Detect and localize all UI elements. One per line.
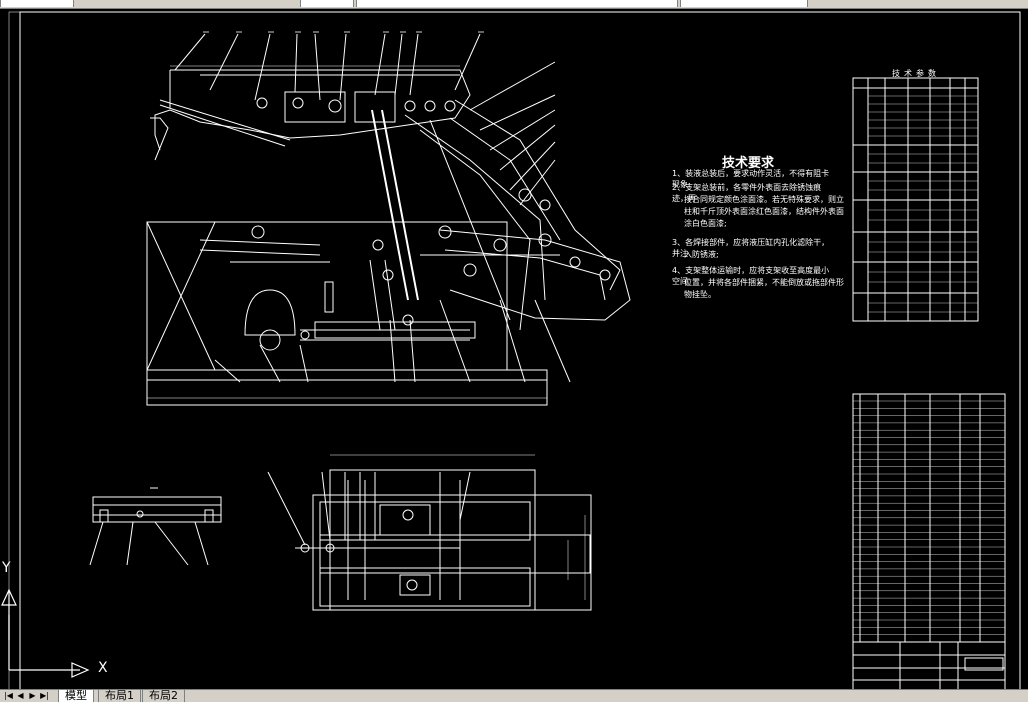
section-view <box>89 487 222 566</box>
bom-rows <box>853 400 1005 643</box>
ucs-icon <box>1 588 90 678</box>
tech-requirement-line: 4、支架整体运输时，应将支架收至高度最小空间 <box>672 266 830 286</box>
tech-requirements-title: 技术要求 <box>722 156 775 171</box>
ucs-x-label: X <box>98 660 108 676</box>
toolbar-button-strip[interactable] <box>0 0 74 7</box>
properties-dropdown[interactable] <box>356 0 678 7</box>
tech-requirement-line: 入防锈液; <box>684 250 719 259</box>
layer-dropdown[interactable] <box>300 0 354 7</box>
prev-tab-icon[interactable]: ◀ <box>17 691 24 700</box>
tech-requirement-line: 涂白色面漆; <box>684 219 727 228</box>
drawing-canvas[interactable]: 技术要求 1、装液总装后，要求动作灵活，不得有阻卡现象; 2、支架总装前，各零件… <box>0 8 1028 689</box>
ucs-y-label: Y <box>2 560 11 576</box>
tech-requirement-line: 位置，并将各部件捆紧，不能倒放或拖部件形 <box>684 278 844 287</box>
next-tab-icon[interactable]: ▶ <box>29 691 36 700</box>
tech-requirement-line: 1、装液总装后，要求动作灵活，不得有阻卡现象; <box>672 169 830 189</box>
tab-layout1[interactable]: 布局1 <box>98 690 141 702</box>
tech-params-table <box>852 77 979 322</box>
title-block <box>852 641 1006 689</box>
cad-drawing <box>1 11 1021 689</box>
tech-params-rows <box>868 95 978 313</box>
tech-requirement-line: 2、支架总装前，各零件外表面去除锈蚀痕迹，再 <box>672 183 822 203</box>
tab-model[interactable]: 模型 <box>58 690 94 702</box>
tech-requirement-line: 按合同规定颜色涂面漆。若无特殊要求，则立 <box>684 195 844 204</box>
layout-tab-bar: |◀ ◀ ▶ ▶| 模型 布局1 布局2 <box>0 689 1028 702</box>
top-view <box>267 454 592 611</box>
side-view <box>146 33 631 406</box>
tech-params-title: 技术参数 <box>892 69 940 78</box>
tab-layout2[interactable]: 布局2 <box>142 690 185 702</box>
toolbar <box>0 0 1028 9</box>
last-tab-icon[interactable]: ▶| <box>40 691 49 700</box>
linetype-dropdown[interactable] <box>680 0 808 7</box>
first-tab-icon[interactable]: |◀ <box>4 691 13 700</box>
tech-requirement-line: 柱和千斤顶外表面涂红色面漆，结构件外表面 <box>684 207 844 216</box>
tech-requirement-line: 物挂坠。 <box>684 290 716 299</box>
drawing-frame <box>19 11 1021 689</box>
tech-requirement-line: 3、各焊接部件，应将液压缸内孔化滤除干，并注 <box>672 238 830 258</box>
